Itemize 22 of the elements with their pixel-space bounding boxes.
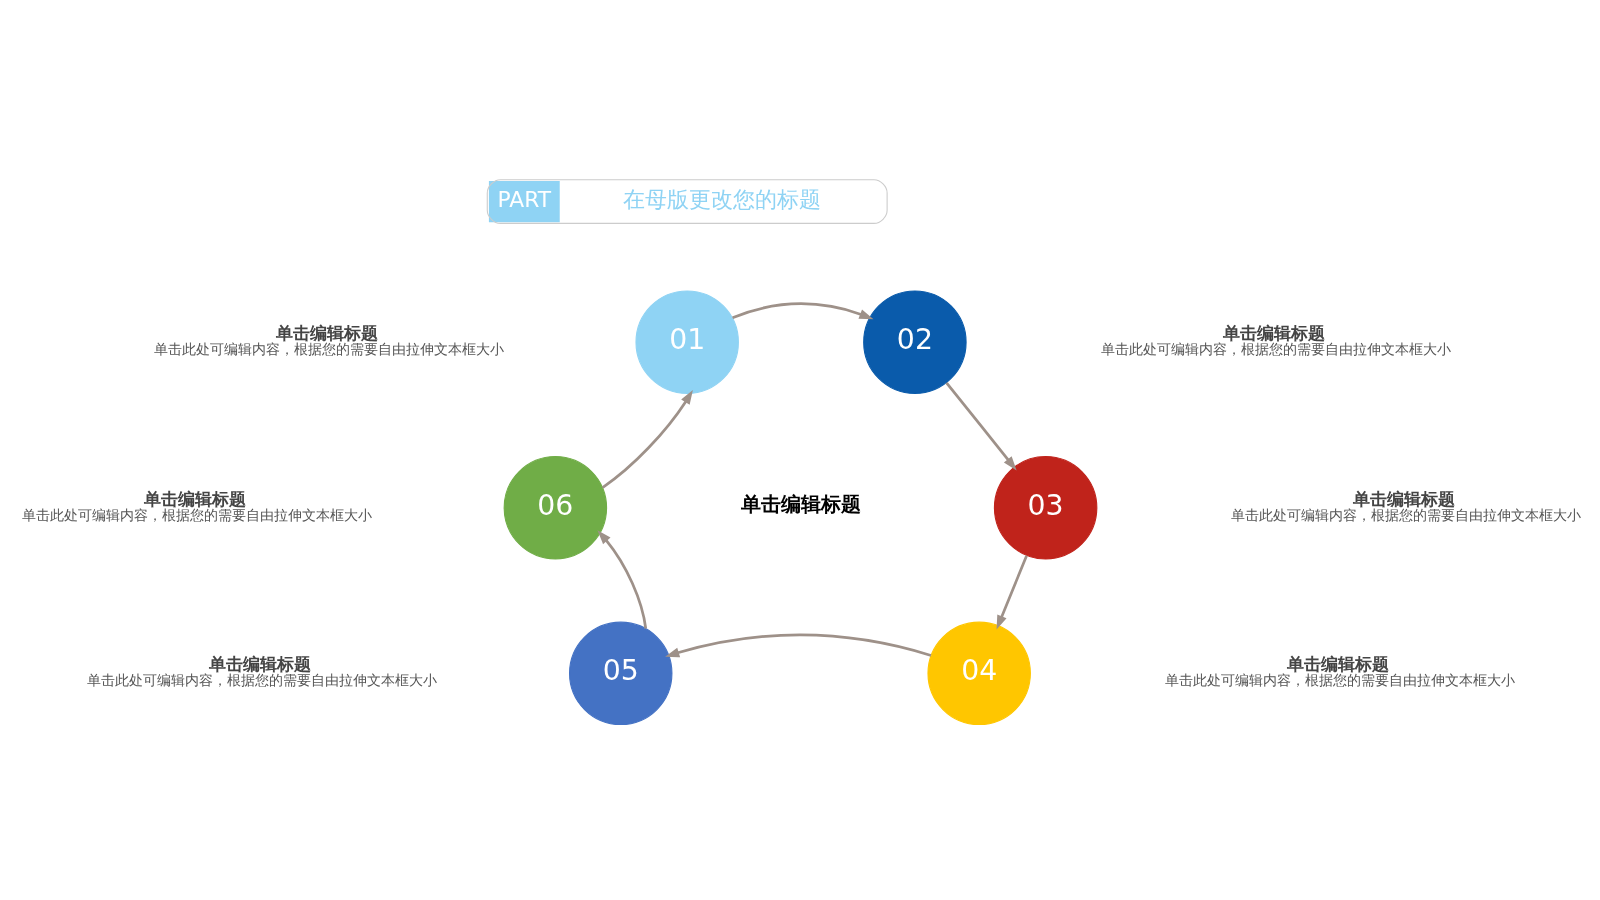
node-label: 单击编辑标题 (1352, 488, 1455, 509)
node-label: 单击编辑标题 (1286, 654, 1389, 675)
node-label: 单击编辑标题 (1222, 323, 1325, 344)
node-circle: 02 (862, 290, 967, 394)
node-label: 单击编辑标题 (208, 654, 311, 675)
node-label: 单击编辑标题 (143, 488, 246, 509)
node-label: 单击此处可编辑内容，根据您的需要自由拉伸文本框大小 (86, 672, 437, 689)
node-label: 单击此处可编辑内容，根据您的需要自由拉伸文本框大小 (153, 341, 504, 358)
arrow (596, 530, 647, 629)
arrow (944, 381, 1017, 471)
arrow (601, 390, 693, 489)
node-circle: 06 (503, 456, 607, 560)
node-label: 单击此处可编辑内容，根据您的需要自由拉伸文本框大小 (1100, 341, 1451, 358)
arrow (664, 633, 931, 658)
arrow (996, 555, 1028, 630)
node-label: 单击编辑标题 (275, 323, 378, 344)
label: 单击编辑标题 (740, 493, 861, 517)
arrow (731, 302, 874, 320)
node-circle: 05 (568, 621, 672, 726)
node-label: 单击此处可编辑内容，根据您的需要自由拉伸文本框大小 (1164, 672, 1515, 689)
node-circle: 01 (634, 290, 739, 394)
node-circle: 04 (926, 621, 1031, 726)
